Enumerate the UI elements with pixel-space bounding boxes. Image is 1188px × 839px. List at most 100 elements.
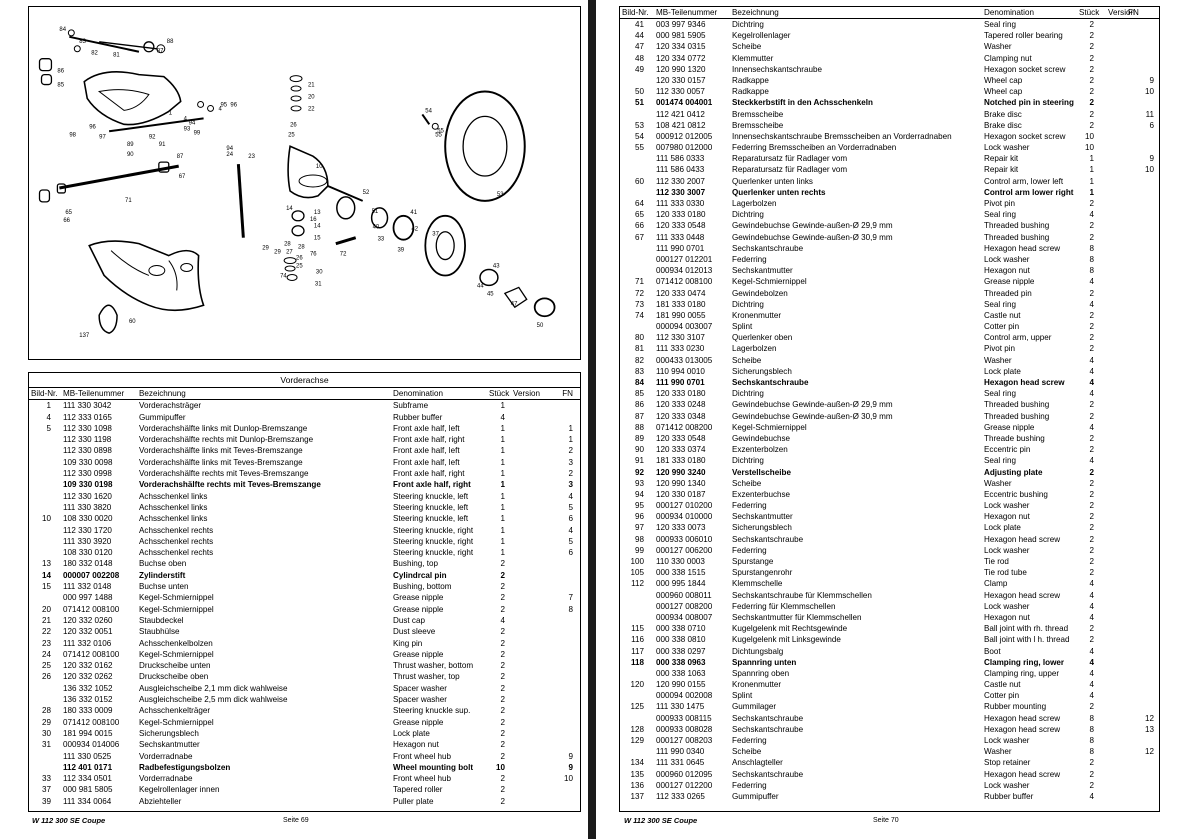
bushing [40, 73, 53, 86]
cell-nr: 112 [631, 579, 644, 589]
cell-nr: 93 [634, 478, 644, 488]
cell-st: 2 [500, 559, 505, 569]
cell-mb: 112 421 0412 [656, 109, 705, 119]
cell-en: Front axle half, left [393, 457, 460, 467]
cell-de: Sechskantschraube [732, 713, 804, 723]
cell-st: 2 [1089, 557, 1094, 566]
col-header-st: Stück [489, 389, 510, 398]
cell-de: Radkappe [732, 75, 769, 85]
cell-st: 1 [1089, 176, 1094, 186]
bushing [56, 183, 67, 194]
cell-st: 2 [1089, 501, 1094, 511]
col-header-fn: FN [562, 389, 573, 398]
cell-en: Front axle half, left [393, 446, 460, 456]
callout-label: 72 [340, 252, 347, 258]
cell-mb: 000094 002008 [656, 691, 713, 701]
callout-label: 14 [314, 224, 321, 230]
cell-st: 2 [500, 706, 505, 716]
cell-de: Gummipuffer [732, 791, 779, 801]
cell-de: Spurstangenrohr [732, 568, 793, 578]
cell-nr: 48 [634, 53, 644, 63]
cell-st: 2 [1089, 87, 1094, 97]
cell-mb: 000 338 0963 [656, 657, 706, 667]
cell-mb: 120 334 0772 [656, 53, 706, 63]
callout-label: 98 [69, 132, 76, 138]
cell-en: Dust sleeve [393, 627, 436, 637]
cell-en: Subframe [393, 401, 429, 411]
cell-de: Reparatursatz für Radlager vom [732, 165, 848, 175]
cell-nr: 24 [41, 649, 51, 659]
cell-de: Scheibe [732, 42, 762, 52]
cell-mb: 111 330 3920 [63, 536, 112, 546]
cell-nr: 83 [634, 366, 644, 376]
cell-en: Spacer washer [393, 695, 447, 705]
cell-fn: 4 [568, 525, 573, 535]
cell-mb: 000 997 1488 [63, 593, 113, 603]
cell-fn: 5 [568, 502, 573, 512]
cell-mb: 111 330 1475 [656, 702, 705, 712]
cell-en: Lock washer [984, 545, 1030, 555]
cell-de: Kegel-Schmiernippel [139, 604, 214, 614]
cell-de: Sechskantmutter für Klemmschellen [732, 612, 862, 622]
cell-mb: 111 333 0230 [656, 344, 705, 354]
cell-en: Seal ring [984, 20, 1016, 29]
cell-nr: 5 [46, 423, 51, 433]
callout-label: 44 [477, 283, 484, 289]
cell-mb: 120 333 0548 [656, 221, 706, 231]
cell-st: 8 [1089, 747, 1094, 757]
stub-axle [327, 185, 364, 202]
cell-st: 2 [1089, 31, 1094, 41]
cell-mb: 112 330 2007 [656, 176, 705, 186]
cell-st: 1 [1089, 154, 1094, 164]
cell-en: Adjusting plate [984, 467, 1043, 477]
cell-mb: 120 333 0348 [656, 411, 706, 421]
cell-st: 4 [1089, 657, 1094, 667]
cell-de: Federring [732, 501, 767, 511]
cell-de: Sechskantschraube für Klemmschellen [732, 590, 872, 600]
bearing [479, 268, 499, 287]
cell-nr: 51 [634, 98, 644, 108]
cell-de: Kronenmutter [732, 680, 782, 690]
cell-en: Seal ring [984, 299, 1016, 309]
col-header-mb: MB-Teilenummer [63, 389, 125, 398]
threaded-pin [335, 236, 357, 246]
cell-st: 2 [500, 796, 505, 806]
cell-nr: 39 [41, 796, 51, 806]
cell-mb: 000127 008200 [656, 601, 713, 611]
cell-nr: 71 [634, 277, 644, 287]
lower-arm-shaft [59, 164, 179, 190]
wheel-hub [424, 214, 466, 277]
cell-fn: 9 [1149, 154, 1154, 164]
cell-de: Achsschenkel links [139, 502, 208, 512]
cell-de: Gewindebuchse [732, 433, 791, 443]
cell-st: 2 [500, 728, 505, 738]
cell-de: Federring [732, 545, 767, 555]
cell-st: 1 [500, 502, 505, 512]
washer [67, 29, 75, 37]
cell-st: 4 [1089, 646, 1094, 656]
callout-label: 53 [497, 192, 504, 198]
cell-st: 4 [1089, 210, 1094, 220]
